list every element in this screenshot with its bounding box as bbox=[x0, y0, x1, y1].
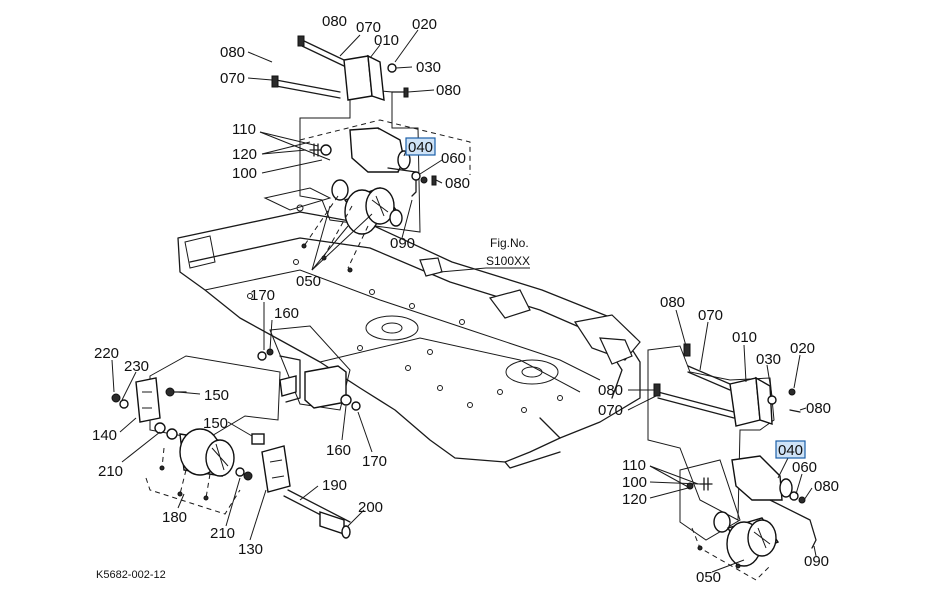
part-label-150[interactable]: 150 bbox=[203, 415, 228, 432]
part-label-210[interactable]: 210 bbox=[98, 463, 123, 480]
part-label-100[interactable]: 100 bbox=[622, 474, 647, 491]
part-label-140[interactable]: 140 bbox=[92, 427, 117, 444]
highlight-040-right bbox=[775, 440, 806, 459]
part-label-120[interactable]: 120 bbox=[232, 146, 257, 163]
deck-bolt-holes bbox=[247, 204, 563, 413]
part-label-080[interactable]: 080 bbox=[806, 400, 831, 417]
left-side-assembly bbox=[111, 325, 361, 539]
part-label-080[interactable]: 080 bbox=[436, 82, 461, 99]
part-label-200[interactable]: 200 bbox=[358, 499, 383, 516]
part-label-080[interactable]: 080 bbox=[445, 175, 470, 192]
part-label-050[interactable]: 050 bbox=[296, 273, 321, 290]
mower-deck bbox=[177, 187, 641, 469]
part-label-080[interactable]: 080 bbox=[598, 382, 623, 399]
part-label-010[interactable]: 010 bbox=[732, 329, 757, 346]
part-labels[interactable]: 080 070 020 010 080 030 070 080 110 040 … bbox=[92, 13, 839, 586]
part-label-070[interactable]: 070 bbox=[598, 402, 623, 419]
part-label-030[interactable]: 030 bbox=[416, 59, 441, 76]
part-label-180[interactable]: 180 bbox=[162, 509, 187, 526]
leader-lines bbox=[111, 29, 817, 573]
part-label-040[interactable]: 040 bbox=[778, 442, 803, 459]
part-label-080[interactable]: 080 bbox=[322, 13, 347, 30]
part-label-060[interactable]: 060 bbox=[792, 459, 817, 476]
part-label-090[interactable]: 090 bbox=[390, 235, 415, 252]
part-label-080[interactable]: 080 bbox=[220, 44, 245, 61]
part-label-230[interactable]: 230 bbox=[124, 358, 149, 375]
part-label-100[interactable]: 100 bbox=[232, 165, 257, 182]
part-label-190[interactable]: 190 bbox=[322, 477, 347, 494]
part-label-110[interactable]: 110 bbox=[622, 457, 646, 474]
part-label-160[interactable]: 160 bbox=[326, 442, 351, 459]
part-label-030[interactable]: 030 bbox=[756, 351, 781, 368]
part-label-070[interactable]: 070 bbox=[356, 19, 381, 36]
part-label-070[interactable]: 070 bbox=[698, 307, 723, 324]
part-label-150[interactable]: 150 bbox=[204, 387, 229, 404]
part-label-210[interactable]: 210 bbox=[210, 525, 235, 542]
part-label-040[interactable]: 040 bbox=[408, 139, 433, 156]
part-label-170[interactable]: 170 bbox=[362, 453, 387, 470]
right-tension-assembly bbox=[647, 343, 817, 581]
part-label-020[interactable]: 020 bbox=[790, 340, 815, 357]
part-label-120[interactable]: 120 bbox=[622, 491, 647, 508]
part-label-020[interactable]: 020 bbox=[412, 16, 437, 33]
drawing-code: K5682-002-12 bbox=[96, 569, 166, 581]
part-label-090[interactable]: 090 bbox=[804, 553, 829, 570]
part-label-070[interactable]: 070 bbox=[220, 70, 245, 87]
part-label-010[interactable]: 010 bbox=[374, 32, 399, 49]
part-label-060[interactable]: 060 bbox=[441, 150, 466, 167]
part-label-080[interactable]: 080 bbox=[660, 294, 685, 311]
part-label-170[interactable]: 170 bbox=[250, 287, 275, 304]
part-label-160[interactable]: 160 bbox=[274, 305, 299, 322]
figure-number-value: S100XX bbox=[486, 254, 530, 268]
highlight-040-top bbox=[405, 137, 436, 156]
part-label-080[interactable]: 080 bbox=[814, 478, 839, 495]
part-label-130[interactable]: 130 bbox=[238, 541, 263, 558]
part-label-110[interactable]: 110 bbox=[232, 121, 256, 138]
figure-number-caption: Fig.No. bbox=[490, 236, 529, 250]
part-label-220[interactable]: 220 bbox=[94, 345, 119, 362]
part-label-050[interactable]: 050 bbox=[696, 569, 721, 586]
top-tension-assembly bbox=[271, 35, 471, 273]
